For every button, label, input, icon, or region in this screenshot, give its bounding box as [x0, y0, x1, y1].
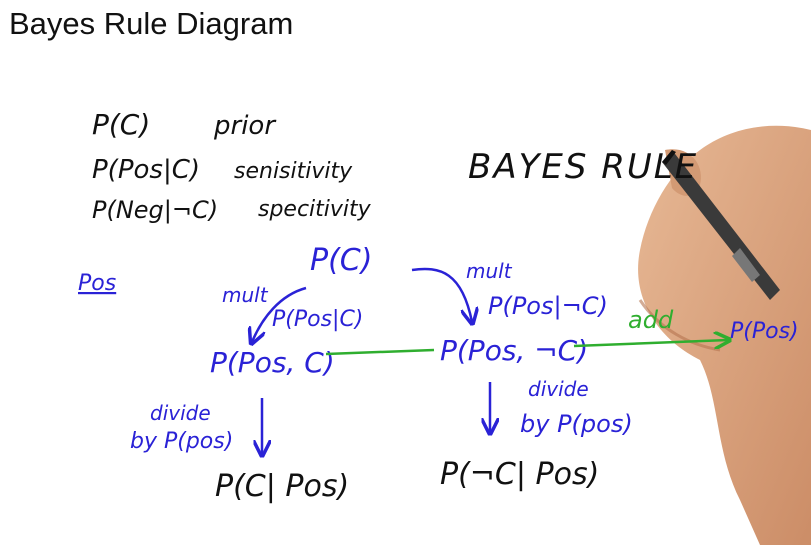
label-sens-right: P(Pos|¬C)	[488, 292, 608, 320]
def-term-specificity: P(Neg|¬C)	[92, 196, 218, 224]
def-term-prior: P(C)	[92, 108, 150, 141]
node-posterior-not-c: P(¬C| Pos)	[440, 457, 599, 492]
def-name-prior: prior	[213, 111, 277, 141]
def-name-sensitivity: senisitivity	[234, 159, 353, 184]
node-joint-not-c: P(Pos, ¬C)	[440, 334, 588, 367]
label-by-left: by P(pos)	[130, 429, 233, 454]
label-add: add	[628, 306, 674, 334]
node-p-pos: P(Pos)	[730, 319, 799, 344]
node-joint-c: P(Pos, C)	[210, 346, 335, 379]
marker-pen	[662, 150, 780, 300]
def-name-specificity: specitivity	[258, 197, 372, 222]
arrow-joint-not-c-to-p-pos	[573, 340, 728, 346]
pos-side-label: Pos	[78, 271, 116, 296]
arrow-prior-to-joint-not-c	[411, 267, 472, 322]
label-mult-left: mult	[222, 283, 269, 307]
label-divide-right: divide	[528, 377, 589, 401]
label-sens-left: P(Pos|C)	[272, 307, 363, 332]
page-title: Bayes Rule Diagram	[9, 6, 294, 41]
node-prior: P(C)	[310, 243, 372, 278]
label-by-right: by P(pos)	[520, 410, 633, 438]
arrow-prior-to-joint-c	[252, 286, 307, 342]
line-joint-c-to-joint-not-c	[325, 348, 435, 356]
bayes-rule-note: BAYES RULE	[468, 147, 698, 187]
node-posterior-c: P(C| Pos)	[215, 469, 349, 504]
label-divide-left: divide	[150, 401, 211, 425]
def-term-sensitivity: P(Pos|C)	[92, 155, 200, 185]
label-mult-right: mult	[466, 259, 513, 283]
